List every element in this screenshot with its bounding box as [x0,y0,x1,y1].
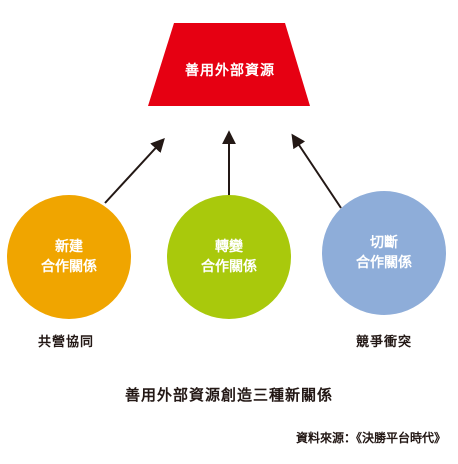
arrow-new-to-top [104,137,165,204]
transform-partnership-line2: 合作關係 [201,259,257,275]
transform-partnership-label: 轉變 合作關係 [174,237,284,277]
new-partnership-label: 新建 合作關係 [14,237,124,277]
transform-partnership-circle [167,195,291,319]
arrow-cut-to-top [291,133,342,209]
diagram-caption: 善用外部資源創造三種新關係 [124,386,333,404]
outside-resources-trapezoid [148,23,310,106]
new-partnership-line2: 合作關係 [41,259,97,275]
cut-partnership-label: 切斷 合作關係 [329,233,439,273]
cut-partnership-line2: 合作關係 [356,255,412,271]
transform-partnership-line1: 轉變 [215,239,243,255]
cut-partnership-line1: 切斷 [370,235,398,251]
new-partnership-circle [7,195,131,319]
new-partnership-line1: 新建 [55,239,83,255]
co-op-synergy-label: 共營協同 [38,335,95,350]
source-citation: 資料來源：《決勝平台時代》 [295,431,446,445]
cut-partnership-circle [322,191,446,315]
outside-resources-label: 善用外部資源 [185,63,275,79]
competition-conflict-label: 競爭衝突 [356,335,413,350]
